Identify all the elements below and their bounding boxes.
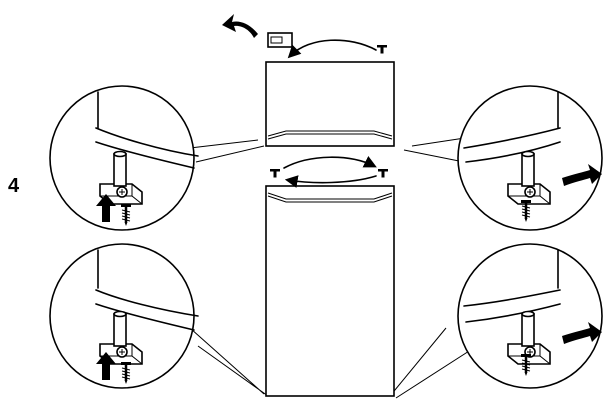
- step-number: 4: [8, 175, 20, 197]
- zoom-top-left: [49, 85, 199, 231]
- zoom-top-right: [457, 85, 603, 231]
- arrow-up-icon: [96, 352, 116, 380]
- curved-arrow-icon: [562, 322, 602, 344]
- screw-icon: [377, 45, 387, 54]
- hinge-pin-icon: [270, 169, 280, 178]
- freezer-door: [265, 61, 395, 147]
- middle-transfer: [270, 155, 388, 188]
- curved-arrow-icon: [284, 175, 377, 188]
- curved-arrow-icon: [562, 164, 602, 186]
- curved-arrow-icon: [222, 14, 258, 38]
- curved-arrow-icon: [283, 155, 377, 169]
- fridge-door: [265, 185, 395, 397]
- cover-cap-icon: [267, 32, 293, 48]
- arrow-up-icon: [96, 194, 116, 222]
- hinge-pin-icon: [378, 169, 388, 178]
- top-transfer: [222, 14, 387, 59]
- zoom-bottom-right: [457, 243, 603, 389]
- zoom-bottom-left: [49, 243, 199, 389]
- curved-arrow-icon: [287, 39, 377, 59]
